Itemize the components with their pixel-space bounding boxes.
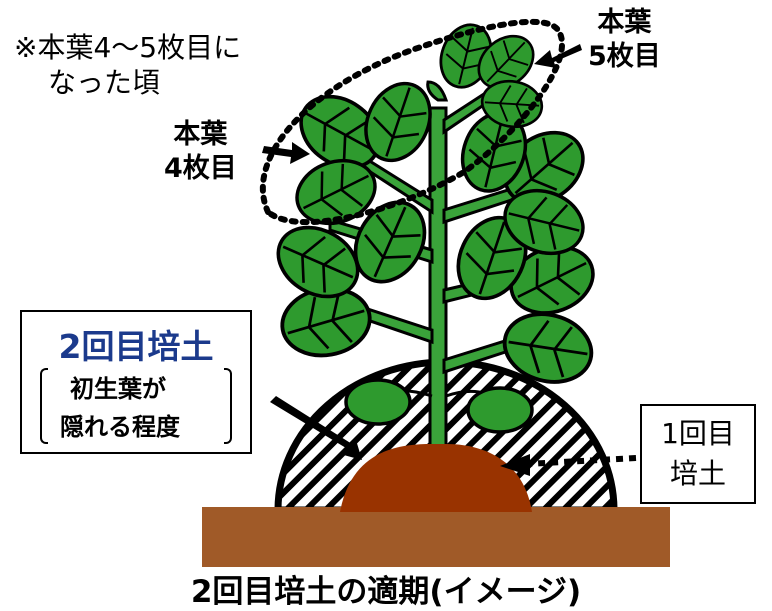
second-hilling-box: 2回目培土 初生葉が 隠れる程度 bbox=[20, 310, 252, 454]
primary-leaves bbox=[344, 378, 534, 434]
timing-note: ※本葉4～5枚目に なった頃 bbox=[14, 30, 241, 100]
second-hilling-title: 2回目培土 bbox=[58, 327, 214, 366]
label-leaf-5-line2: 5枚目 bbox=[588, 40, 661, 72]
dotted-ellipse-leaf-highlight bbox=[260, 18, 566, 226]
label-leaf-5: 本葉 5枚目 bbox=[588, 6, 661, 74]
timing-note-line2: なった頃 bbox=[48, 66, 161, 99]
label-leaf-4: 本葉 4枚目 bbox=[164, 118, 237, 186]
label-leaf-5-line1: 本葉 bbox=[597, 7, 652, 38]
right-bracket bbox=[224, 368, 232, 444]
second-hilling-detail-line1: 初生葉が bbox=[70, 375, 166, 403]
timing-note-line1: ※本葉4～5枚目に bbox=[14, 31, 242, 64]
first-hilling-mound bbox=[340, 444, 532, 512]
first-hilling-box: 1回目 培土 bbox=[640, 404, 756, 504]
second-hilling-detail-line2: 隠れる程度 bbox=[60, 413, 180, 441]
label-leaf-4-line2: 4枚目 bbox=[164, 152, 237, 184]
first-hilling-line2: 培土 bbox=[669, 457, 726, 490]
second-hilling-detail: 初生葉が 隠れる程度 bbox=[60, 370, 180, 446]
label-leaf-4-line1: 本葉 bbox=[173, 119, 228, 150]
first-hilling-line1: 1回目 bbox=[661, 417, 735, 450]
left-bracket bbox=[40, 368, 48, 444]
arrow-pointer bbox=[262, 44, 637, 476]
soil-base bbox=[202, 507, 670, 567]
diagram-caption: 2回目培土の適期(イメージ) bbox=[190, 574, 582, 610]
plant-stem bbox=[426, 80, 449, 460]
